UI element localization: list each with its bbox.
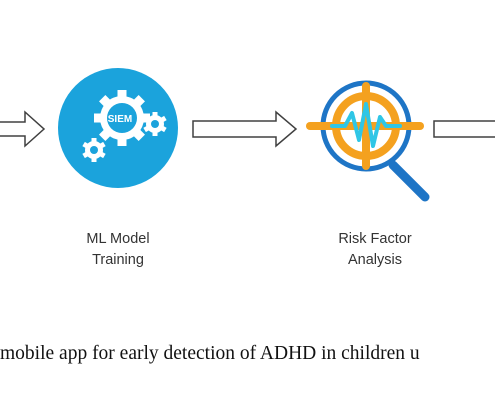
flow-arrow-outgoing bbox=[433, 120, 495, 138]
figure-caption: mobile app for early detection of ADHD i… bbox=[0, 343, 420, 364]
risk-analysis-magnifier-icon bbox=[306, 80, 430, 202]
flow-arrow-middle bbox=[192, 110, 298, 148]
node-label-line-2: Analysis bbox=[348, 252, 402, 268]
node-label-ml-model-training: ML Model Training bbox=[58, 229, 178, 271]
node-label-line-2: Training bbox=[92, 252, 144, 268]
node-label-line-1: ML Model bbox=[86, 231, 150, 247]
flow-arrow-incoming bbox=[0, 110, 46, 148]
gear-label: SIEM bbox=[108, 114, 132, 125]
node-label-line-1: Risk Factor bbox=[338, 231, 412, 247]
gears-icon: SIEM bbox=[58, 68, 178, 188]
node-label-risk-factor-analysis: Risk Factor Analysis bbox=[315, 229, 435, 271]
